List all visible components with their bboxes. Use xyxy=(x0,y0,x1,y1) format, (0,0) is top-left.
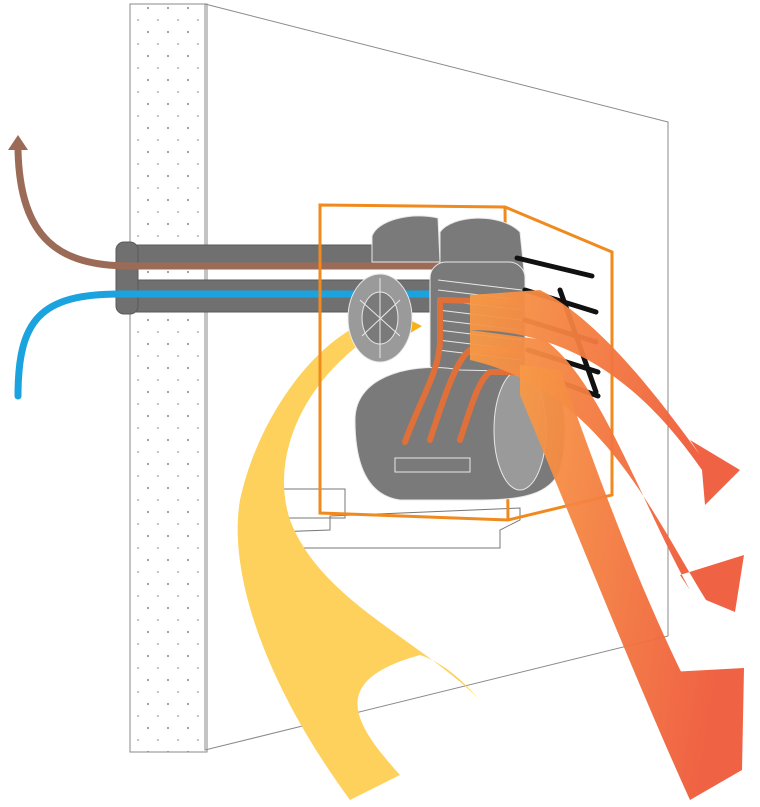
wall-section xyxy=(129,3,208,753)
warm-air-arrow-icon xyxy=(470,330,744,612)
copper-coil xyxy=(402,297,533,445)
intake-airflow xyxy=(237,330,480,800)
warm-air-arrow-icon xyxy=(520,365,744,800)
supply-line xyxy=(14,290,459,400)
warm-air-arrow-icon xyxy=(470,290,740,505)
return-arrow-icon xyxy=(8,135,28,150)
warm-airflow xyxy=(470,290,744,800)
return-line xyxy=(14,146,444,270)
